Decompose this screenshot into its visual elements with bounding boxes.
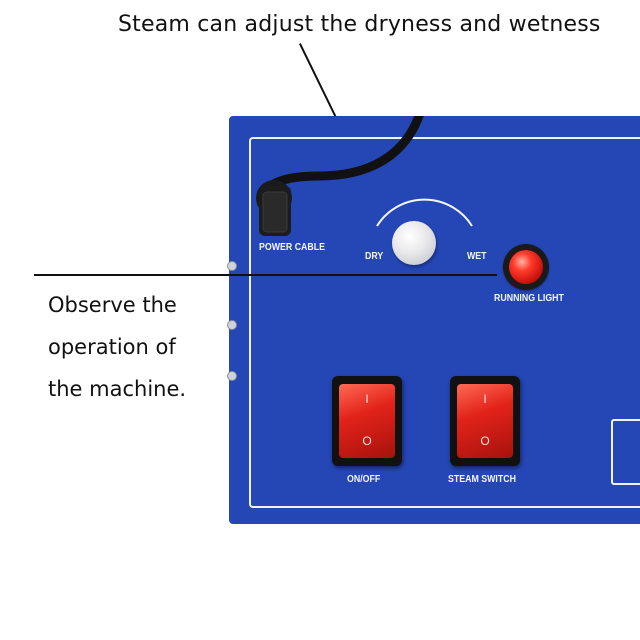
panel-screw [227,371,237,381]
power-cable-graphic [256,116,473,236]
panel-outline [249,137,640,508]
control-panel: POWER CABLE DRY WET RUNNING LIGHT I O ON… [229,116,640,524]
dial-arc [376,198,473,227]
power-cable-label: POWER CABLE [259,242,325,253]
leader-line-left [34,274,497,276]
steam-off-mark: O [480,434,490,448]
steam-switch[interactable]: I O [450,376,520,466]
panel-screw [227,320,237,330]
callout-observe-operation: Observe the operation of the machine. [48,293,187,401]
steam-switch-rocker[interactable]: I O [457,384,513,458]
running-light-indicator [503,244,549,290]
wet-label: WET [467,251,487,262]
on-off-rocker[interactable]: I O [339,384,395,458]
brand-logo-plate [611,419,640,485]
dry-label: DRY [365,251,384,262]
on-mark: I [365,392,369,406]
steam-on-mark: I [483,392,487,406]
steam-switch-label: STEAM SWITCH [448,474,516,485]
on-off-label: ON/OFF [347,474,381,485]
running-light-label: RUNNING LIGHT [494,293,564,304]
off-mark: O [362,434,372,448]
panel-screw [227,261,237,271]
callout-steam-adjust: Steam can adjust the dryness and wetness [118,12,601,37]
steam-adjust-knob[interactable] [392,221,436,265]
on-off-switch[interactable]: I O [332,376,402,466]
indicator-lens [509,250,543,284]
